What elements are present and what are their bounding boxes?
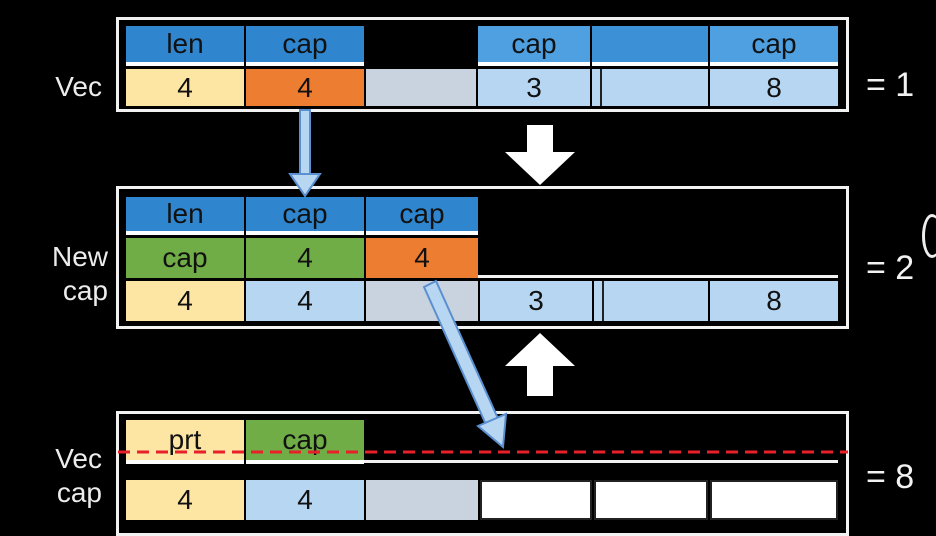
row1-result: = 1 (866, 66, 915, 104)
row3-label-line1: Vec (55, 443, 102, 474)
row2-mid-cap: cap (126, 238, 244, 278)
row2-value-cap-3: 8 (710, 281, 838, 321)
row1-header-blank (592, 26, 708, 66)
row2-mid-value: 4 (246, 238, 364, 278)
row2-value-empty (366, 281, 478, 321)
row2-result: = 2 (866, 249, 915, 287)
row1-value-cap-3: 8 (710, 69, 838, 106)
cropped-paren (922, 214, 936, 258)
row2-mid-new-cap: 4 (366, 238, 478, 278)
row1-value-blank (592, 69, 708, 106)
row1-value-cap-2: 3 (478, 69, 590, 106)
row3-frame: prt cap 4 4 (116, 411, 849, 536)
row3-header-prt: prt (126, 420, 244, 464)
row2-value-blank (594, 281, 708, 321)
row2-value-len: 4 (126, 281, 244, 321)
thin-arrow-down-icon (288, 109, 322, 198)
row1-header-cap-2: cap (478, 26, 590, 66)
row1-header-gap (366, 26, 476, 66)
row3-value-prt: 4 (126, 480, 244, 520)
row3-header-cap: cap (246, 420, 364, 464)
row1-separator (600, 69, 602, 106)
row2-header-len: len (126, 197, 244, 235)
row3-header-divider (364, 460, 838, 463)
row3-value-slot-2 (594, 480, 708, 520)
row1-header-cap-3: cap (710, 26, 838, 66)
row1-value-cap: 4 (246, 69, 364, 106)
row2-value-cap: 4 (246, 281, 364, 321)
row1-label: Vec (55, 71, 102, 102)
row2-header-cap-2: cap (366, 197, 478, 235)
block-arrow-down-icon (505, 125, 575, 185)
row2-header-cap: cap (246, 197, 364, 235)
row2-label-line2: cap (62, 275, 108, 306)
row1-header-len: len (126, 26, 244, 66)
row3-value-slot-1 (480, 480, 592, 520)
row1-value-empty (366, 69, 476, 106)
row3-label-line2: cap (56, 477, 102, 508)
row2-value-cap-2: 3 (480, 281, 592, 321)
block-arrow-up-icon (505, 333, 575, 396)
row1-header-cap: cap (246, 26, 364, 66)
row3-value-empty (366, 480, 478, 520)
row2-mid-divider (478, 275, 838, 278)
row3-value-slot-3 (710, 480, 838, 520)
row2-frame: len cap cap cap 4 4 4 4 3 8 (116, 186, 849, 329)
row3-value-cap: 4 (246, 480, 364, 520)
row2-label-line1: New (51, 241, 108, 272)
row3-result: = 8 (866, 458, 915, 496)
row2-separator (602, 281, 604, 321)
row1-frame: len cap cap cap 4 4 3 8 (116, 17, 849, 112)
row1-value-len: 4 (126, 69, 244, 106)
